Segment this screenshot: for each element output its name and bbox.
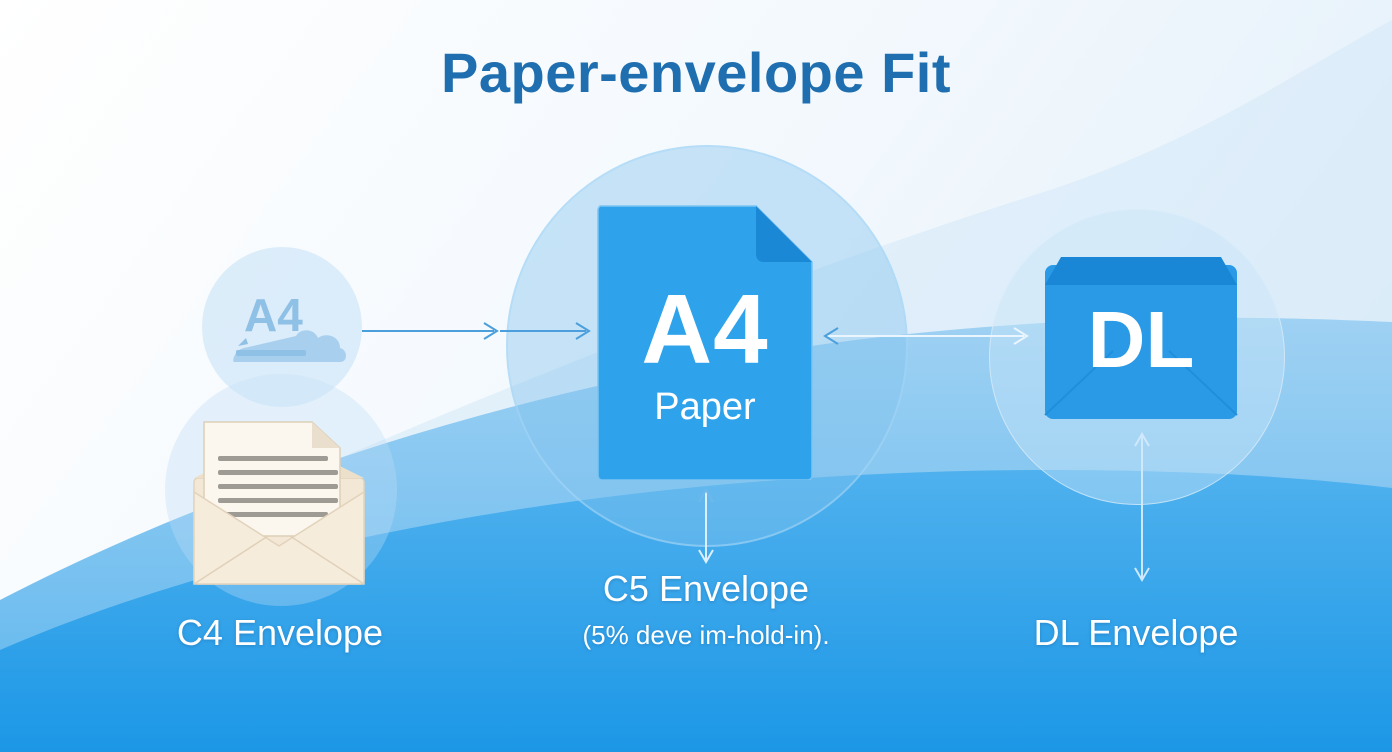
a4-paper-size: A4 [641, 274, 769, 384]
arrow-a4-to-paper [362, 322, 591, 340]
a4-paper-sheet [597, 205, 813, 480]
a4-paper-text: A4 Paper [596, 280, 814, 429]
page-title: Paper-envelope Fit [440, 41, 952, 104]
arrow-paper-to-c5 [698, 488, 714, 564]
dl-envelope-icon [1044, 257, 1238, 419]
dl-envelope-label: DL Envelope [1033, 612, 1239, 653]
a4-paper-label: Paper [654, 386, 756, 428]
a4-cloud-icon [233, 330, 346, 362]
c5-envelope-note: (5% deve im-hold-in). [582, 620, 830, 650]
c5-envelope-label: C5 Envelope [602, 568, 810, 609]
c4-envelope-icon [193, 421, 365, 585]
c4-envelope-label: C4 Envelope [176, 612, 384, 653]
arrow-paper-to-dl [823, 327, 1029, 345]
a4-icon-label: A4 [244, 289, 303, 341]
dl-envelope-text: DL [1087, 295, 1195, 384]
a4-icon-circle [202, 247, 362, 407]
arrow-dl-to-label [1134, 432, 1150, 582]
